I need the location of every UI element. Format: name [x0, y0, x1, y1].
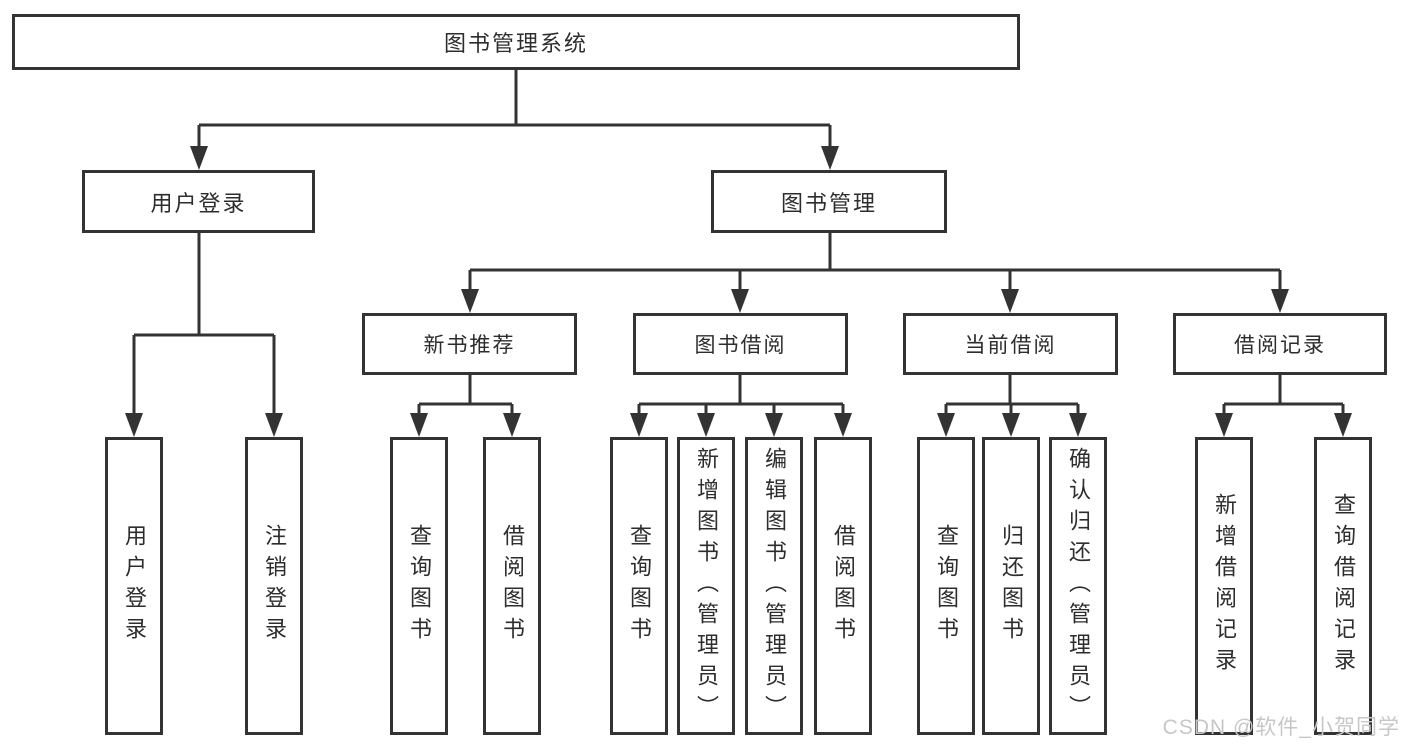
leaf-return-book: 归还图书: [982, 437, 1040, 735]
leaf-query-borrow-record-label: 查询借阅记录: [1331, 493, 1356, 679]
leaf-query-borrow-record: 查询借阅记录: [1314, 437, 1372, 735]
leaf-query-books-recommend-label: 查询图书: [407, 524, 432, 648]
node-user-login: 用户登录: [82, 170, 315, 233]
node-book-management: 图书管理: [711, 170, 947, 233]
leaf-borrow-books-recommend-label: 借阅图书: [500, 524, 525, 648]
leaf-return-book-label: 归还图书: [999, 524, 1024, 648]
leaf-query-books-current: 查询图书: [917, 437, 975, 735]
leaf-add-borrow-record: 新增借阅记录: [1195, 437, 1253, 735]
leaf-add-borrow-record-label: 新增借阅记录: [1212, 493, 1237, 679]
leaf-query-books-borrow: 查询图书: [610, 437, 668, 735]
arrowheads: [125, 146, 1352, 437]
leaf-borrow-books-recommend: 借阅图书: [483, 437, 541, 735]
leaf-borrow-books-label: 借阅图书: [831, 524, 856, 648]
leaf-add-book-admin-label: 新增图书（管理员）: [694, 446, 719, 726]
leaf-logout-label: 注销登录: [262, 524, 287, 648]
node-book-borrow: 图书借阅: [633, 313, 848, 375]
node-current-borrow: 当前借阅: [903, 313, 1118, 375]
node-new-book-recommend: 新书推荐: [362, 313, 577, 375]
node-root: 图书管理系统: [12, 14, 1020, 70]
csdn-watermark: CSDN @软件_小贺同学: [1162, 716, 1400, 739]
leaf-borrow-books: 借阅图书: [814, 437, 872, 735]
leaf-query-books-recommend: 查询图书: [390, 437, 448, 735]
leaf-user-login: 用户登录: [105, 437, 163, 735]
leaf-edit-book-admin: 编辑图书（管理员）: [745, 437, 803, 735]
leaf-add-book-admin: 新增图书（管理员）: [677, 437, 735, 735]
leaf-user-login-label: 用户登录: [122, 524, 147, 648]
leaf-confirm-return-admin-label: 确认归还（管理员）: [1066, 446, 1091, 726]
leaf-edit-book-admin-label: 编辑图书（管理员）: [762, 446, 787, 726]
leaf-confirm-return-admin: 确认归还（管理员）: [1049, 437, 1107, 735]
leaf-query-books-borrow-label: 查询图书: [627, 524, 652, 648]
node-borrow-records: 借阅记录: [1173, 313, 1387, 375]
leaf-logout: 注销登录: [245, 437, 303, 735]
leaf-query-books-current-label: 查询图书: [934, 524, 959, 648]
